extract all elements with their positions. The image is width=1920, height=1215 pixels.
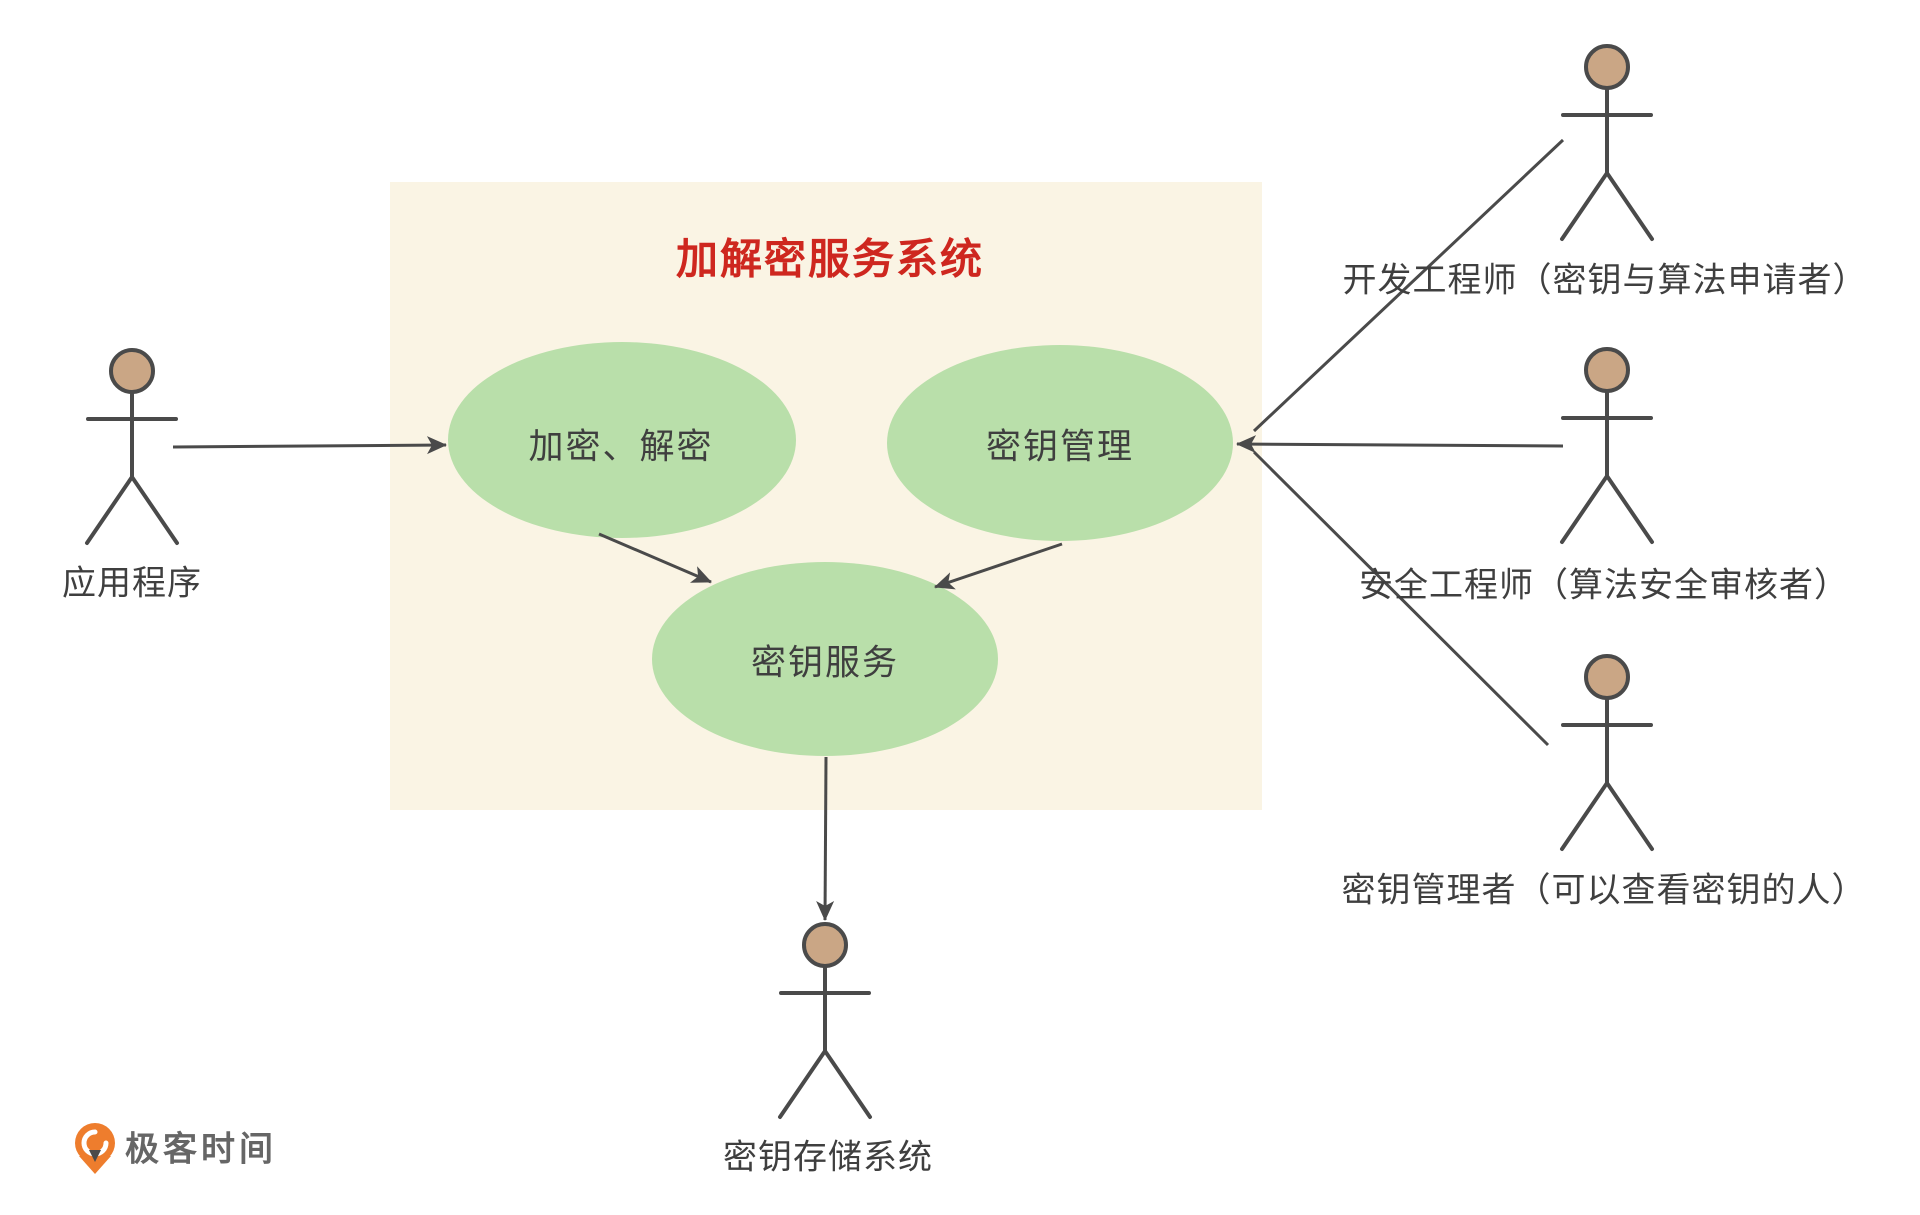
actor-head (109, 348, 155, 394)
arrow-application-to-encrypt (172, 436, 447, 455)
line-dev-engineer-to-key-management (1252, 138, 1565, 433)
actor-head (802, 922, 848, 968)
arrow-key-management-to-key-service (934, 542, 1063, 590)
actor-key-storage-label: 密钥存储系统 (723, 1138, 933, 1177)
actor-key-manager-label: 密钥管理者（可以查看密钥的人） (1341, 871, 1867, 910)
logo-pointer-mark (89, 1150, 101, 1162)
actor-body (1560, 389, 1654, 544)
use-case-encrypt-decrypt-label: 加密、解密 (528, 427, 714, 467)
actor-head (1584, 44, 1630, 90)
arrow-key-service-to-key-storage (816, 756, 835, 921)
actor-body (85, 390, 179, 545)
use-case-key-service-ellipse (652, 562, 998, 756)
actor-body (778, 964, 872, 1119)
logo-g-arc (81, 1129, 109, 1157)
geektime-brand-text: 极客时间 (125, 1130, 277, 1169)
logo-pin-tip (79, 1156, 111, 1174)
actor-security-engineer-label: 安全工程师（算法安全审核者） (1359, 566, 1849, 605)
use-case-encrypt-decrypt-ellipse (448, 342, 796, 538)
actor-body (1560, 696, 1654, 851)
actor-figure-dev-engineer (1560, 44, 1654, 241)
actor-figure-key-manager (1560, 654, 1654, 851)
use-case-key-management-ellipse (887, 345, 1233, 541)
actor-dev-engineer-label: 开发工程师（密钥与算法申请者） (1342, 261, 1868, 300)
actor-figure-security-engineer (1560, 347, 1654, 544)
arrow-encrypt-to-key-service (598, 532, 712, 584)
logo-pin-circle (75, 1123, 115, 1163)
line-key-manager-to-key-management (1252, 450, 1550, 747)
actor-figure-key-storage (778, 922, 872, 1119)
system-title: 加解密服务系统 (675, 235, 985, 283)
use-case-key-management-label: 密钥管理 (985, 427, 1135, 467)
actor-head (1584, 654, 1630, 700)
geektime-logo-icon (75, 1123, 115, 1174)
use-case-key-service-label: 密钥服务 (750, 643, 900, 683)
actor-figure-application (85, 348, 179, 545)
actor-body (1560, 86, 1654, 241)
arrow-security-engineer-to-key-management (1236, 435, 1564, 454)
actor-head (1584, 347, 1630, 393)
actor-application-label: 应用程序 (62, 564, 202, 603)
